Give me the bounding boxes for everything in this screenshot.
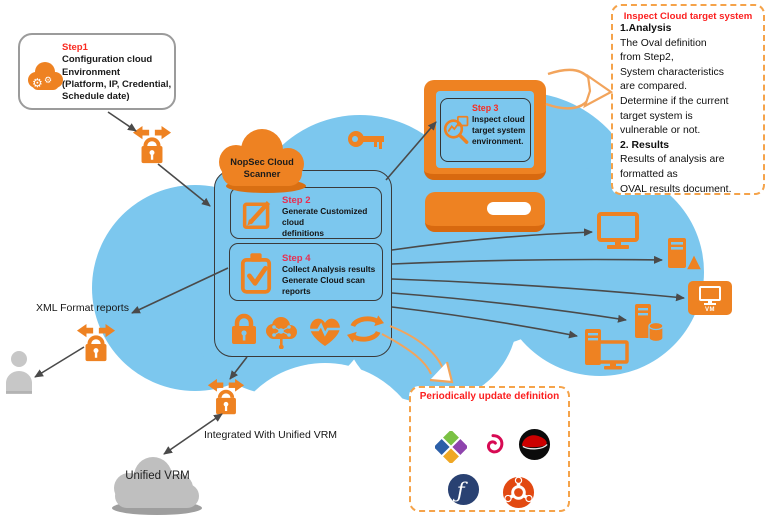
- svg-text:⚙: ⚙: [44, 75, 52, 85]
- xml-reports-label: XML Format reports: [36, 302, 129, 314]
- inspect-line: Determine if the current: [620, 95, 729, 107]
- step3-line: target system: [472, 125, 526, 135]
- cloud-target-monitor: Step 3 Inspect cloud target system envir…: [424, 80, 546, 180]
- redhat-logo: [518, 428, 551, 461]
- heart-pulse-icon: [310, 318, 340, 346]
- vm-icon: VM: [688, 281, 732, 315]
- keyboard-slot: [487, 202, 531, 215]
- inspect-line: 1.Analysis: [620, 23, 672, 34]
- gray-cloud-shape: [112, 457, 202, 515]
- inspect-line: System characteristics: [620, 66, 724, 78]
- centos-logo: [435, 431, 467, 463]
- debian-logo: [486, 434, 504, 454]
- step1-line: Environment: [62, 66, 121, 78]
- step4-line: Collect Analysis results: [282, 264, 376, 274]
- orange-cloud-shape: [219, 129, 306, 193]
- step2-title: Step 2: [282, 195, 311, 206]
- padlock-icon: [232, 313, 256, 344]
- secure-transfer-lock-icon: [207, 378, 245, 415]
- inspect-line: formatted as: [620, 168, 678, 180]
- periodic-update-box: Periodically update definition ƒ: [409, 386, 570, 512]
- inspect-line: OVAL results document.: [620, 183, 732, 195]
- svg-text:⚙: ⚙: [32, 76, 43, 90]
- secure-transfer-lock-icon: [132, 125, 172, 164]
- step2-box: Step 2 Generate Customized cloud definit…: [230, 187, 382, 239]
- step1-line: Schedule date): [62, 91, 130, 103]
- inspect-line: from Step2,: [620, 52, 674, 64]
- unified-vrm-label: Unified VRM: [125, 470, 190, 482]
- periodic-title: Periodically update definition: [419, 391, 560, 402]
- server-database-icon: [635, 304, 664, 343]
- inspect-line: Results of analysis are: [620, 154, 725, 166]
- nopsec-label: Scanner: [243, 168, 281, 179]
- secure-transfer-lock-icon: [76, 323, 116, 362]
- vm-box-shape: [688, 281, 732, 315]
- step3-line: environment.: [472, 136, 524, 146]
- inspect-line: are compared.: [620, 81, 687, 93]
- monitor-icon: [597, 212, 639, 249]
- step3-title: Step 3: [472, 103, 499, 113]
- step2-line: Generate Customized cloud: [282, 206, 368, 227]
- inspect-line: 2. Results: [620, 139, 670, 151]
- vm-badge-label: VM: [705, 307, 715, 313]
- inspect-line: target system is: [620, 110, 693, 122]
- step4-title: Step 4: [282, 253, 311, 264]
- key-icon: [348, 131, 384, 149]
- settings-cloud-icon: ⚙ ⚙: [28, 62, 63, 90]
- step1-box: ⚙ ⚙ Step1 Configuration cloud Environmen…: [18, 33, 176, 110]
- server-alert-icon: [668, 238, 704, 271]
- magnifier-chart-icon: [443, 115, 469, 144]
- nopsec-scanner-box: Step 2 Generate Customized cloud definit…: [214, 170, 392, 357]
- refresh-icon: [347, 315, 384, 343]
- nopsec-cloud: NopSec Cloud Scanner: [210, 120, 314, 198]
- step4-box: Step 4 Collect Analysis results Generate…: [229, 243, 383, 301]
- unified-vrm-cloud: Unified VRM: [105, 450, 210, 516]
- keyboard-base: [425, 192, 545, 232]
- inspect-callout-box: Inspect Cloud target system 1.Analysis T…: [611, 4, 765, 195]
- cloud-network-icon: [266, 317, 297, 349]
- fedora-logo: ƒ: [447, 473, 480, 506]
- step2-line: definitions: [282, 228, 324, 238]
- step3-box: Step 3 Inspect cloud target system envir…: [440, 98, 531, 162]
- step3-line: Inspect cloud: [472, 115, 525, 124]
- step1-title: Step1: [62, 42, 88, 53]
- monitor-screen: Step 3 Inspect cloud target system envir…: [436, 91, 534, 168]
- step1-line: Configuration cloud: [62, 54, 153, 66]
- inspect-line: The Oval definition: [620, 37, 707, 49]
- step4-line: Generate Cloud scan reports: [282, 275, 365, 296]
- clipboard-check-icon: [240, 253, 272, 294]
- workstation-icon: [585, 329, 629, 370]
- inspect-callout-title: Inspect Cloud target system: [623, 11, 753, 22]
- inspect-line: vulnerable or not.: [620, 125, 701, 137]
- ubuntu-logo: [502, 476, 535, 509]
- step1-line: (Platform, IP, Credential,: [62, 78, 172, 90]
- integrated-vrm-label: Integrated With Unified VRM: [204, 429, 338, 441]
- nopsec-label: NopSec Cloud: [230, 157, 294, 167]
- pencil-box-icon: [242, 201, 271, 229]
- user-icon: [6, 351, 32, 394]
